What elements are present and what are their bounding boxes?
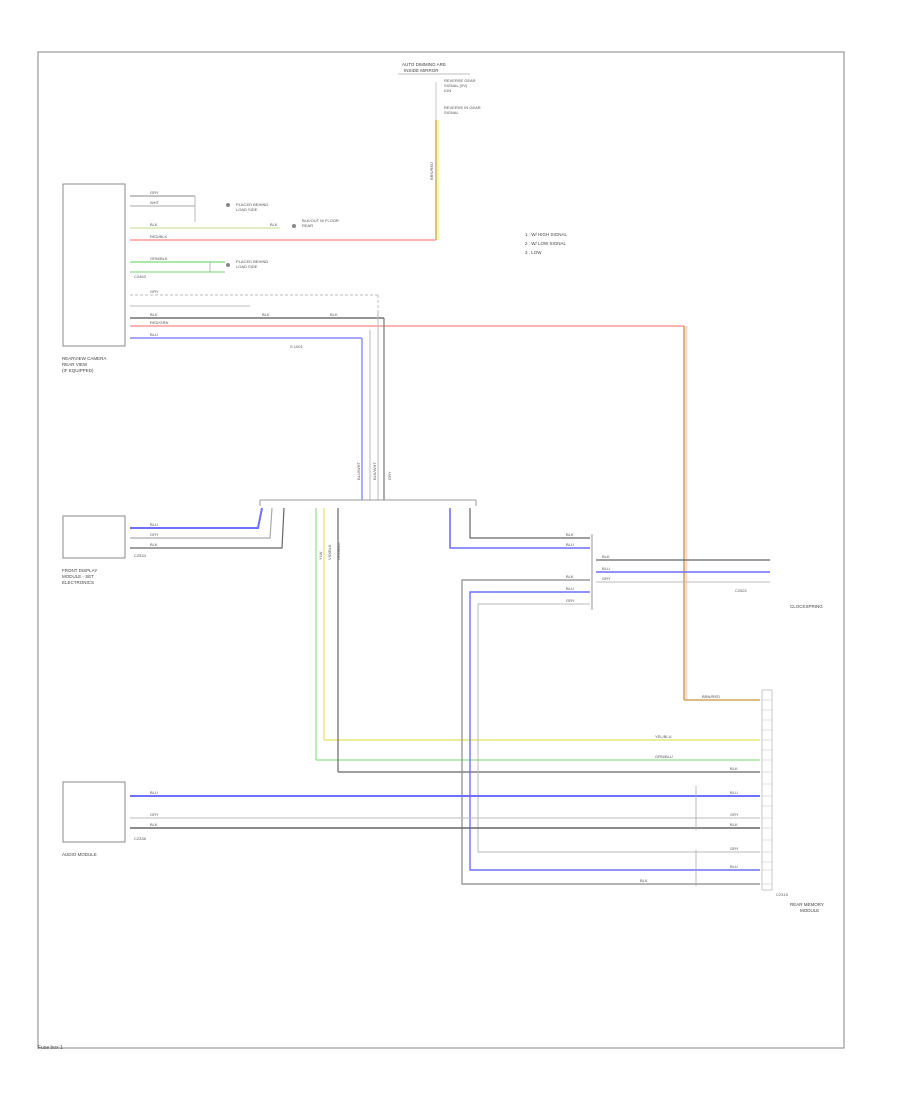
wire-loop-label-2: BLU [566, 586, 574, 591]
wire-fd-dark-label: BLK [150, 542, 158, 547]
wire-mid-vert-label-1: YLW [318, 551, 323, 560]
top-connector-title-1: AUTO DIMMING ARE [402, 62, 446, 67]
page-footer: Fuse box 1 [38, 1045, 63, 1051]
wire-lm-red-label: RED/BLK [150, 234, 167, 239]
wire-lm-1-label: GRY [150, 190, 159, 195]
top-connector-title-2: INSIDE MIRROR [404, 68, 439, 73]
wire-mid-yellow-label: YEL/BLU [655, 734, 672, 739]
wire-am-gray-label-r: GRY [730, 812, 739, 817]
left-module-name-2: REAR VIEW [62, 362, 88, 367]
diagram-frame [37, 51, 845, 1049]
wire-mid-r-label-1: BLK [566, 532, 574, 537]
splice-label: S 1001 [290, 344, 303, 349]
wire-lm-blue-label: BLU [150, 332, 158, 337]
right-module-box [761, 689, 773, 891]
wire-fd-blue [130, 507, 263, 529]
wire-mid-blue-r [449, 508, 590, 549]
audio-module-connector: C2338 [134, 836, 147, 841]
top-pin-label-5: SIGNAL [444, 110, 459, 115]
wire-mid-green-label: GRN/BLU [655, 754, 673, 759]
wire-mid-r-label-2: BLU [566, 542, 574, 547]
legend-3: 3 : LOW [525, 250, 542, 255]
audio-module-box [62, 781, 126, 843]
wire-am-blue-label: BLU [150, 790, 158, 795]
wire-mr-gray-label: GRY [602, 576, 611, 581]
ground-point-3 [226, 263, 230, 267]
right-label-clockspring: CLOCKSPRING [790, 604, 823, 609]
wire-am-dark-label: BLK [150, 822, 158, 827]
front-display-box [62, 515, 126, 559]
note-3: BLK/OUT W FLOOR [302, 218, 339, 223]
wire-lm-green-label: GRN/BLK [150, 256, 168, 261]
wire-am-blue-label-r: BLU [730, 790, 738, 795]
front-display-name-1: FRONT DISPLAY [62, 568, 97, 573]
note-5: PLACED BEHIND [236, 259, 268, 264]
wire-mid-dark-label: BLK [730, 766, 738, 771]
legend-1: 1 : W/ HIGH SIGNAL [525, 232, 568, 237]
wire-loop-label-r3: BLK [640, 878, 648, 883]
wire-bundle-label-1: BLU/WHT [356, 461, 361, 480]
wire-am-gray-label: GRY [150, 812, 159, 817]
note-1: PLACED BEHIND [236, 202, 268, 207]
wire-loop-label-r1: GRY [730, 846, 739, 851]
left-module-connector: C2453 [134, 274, 147, 279]
ground-point-2 [292, 224, 296, 228]
wire-lm-red-long-label: RED/GRN [150, 320, 169, 325]
top-pin-label-4: REVERSE IN GEAR [444, 105, 481, 110]
wire-red-right-end-label: BRN/RED [702, 694, 720, 699]
ground-point-1 [226, 203, 230, 207]
left-module-box [62, 183, 126, 347]
wire-lm-6-label-b: BLK [262, 312, 270, 317]
mid-right-connector: C2522 [735, 588, 748, 593]
wire-mid-vert-label-3: ORG/BLK [336, 542, 341, 560]
wire-loop-gray [477, 603, 760, 853]
wire-am-dark-label-r: BLK [730, 822, 738, 827]
note-6: LOAD SIDE [236, 264, 258, 269]
wire-fd-gray-label: GRY [150, 532, 159, 537]
wire-loop-label-3: GRY [566, 598, 575, 603]
front-display-name-2: MODULE - SET [62, 574, 94, 579]
left-module-name-1: REARVIEW CAMERA [62, 356, 106, 361]
wire-lm-6-label-c: BLK [330, 312, 338, 317]
wire-mr-blue-label: BLU [602, 566, 610, 571]
wire-bundle-label-2: BLK/WHT [372, 462, 377, 480]
wire-loop-blue [469, 591, 760, 871]
wire-mid-dark-r [469, 508, 590, 539]
right-module-name-2: MODULE [800, 908, 819, 913]
audio-module-name: AUDIO MODULE [62, 852, 97, 857]
front-display-connector: C2534 [134, 553, 147, 558]
top-pin-label-2: SIGNAL (0V) [444, 83, 468, 88]
note-4: REAR [302, 223, 313, 228]
wire-fd-dark [130, 507, 285, 549]
right-module-name-1: REAR MEMORY [790, 902, 824, 907]
right-module-connector: C2315 [776, 892, 789, 897]
top-pin-label-3: IGN [444, 88, 451, 93]
wire-mr-dark-label: BLK [602, 554, 610, 559]
wire-lm-4-label: GRY [150, 289, 159, 294]
note-2: LOAD SIDE [236, 207, 258, 212]
wire-lm-3-label: BLK [150, 222, 158, 227]
wire-lm-3-label-b: BLK [270, 222, 278, 227]
wire-lm-6-label: BLK [150, 312, 158, 317]
legend-2: 2 : W/ LOW SIGNAL [525, 241, 567, 246]
wire-fd-blue-label: BLU [150, 522, 158, 527]
right-module-pins [762, 699, 772, 885]
wire-lm-2-label: WHT [150, 200, 160, 205]
wire-loop-label-1: BLK [566, 574, 574, 579]
wire-mid-vert-label-2: VIO/BLK [327, 544, 332, 560]
left-module-name-3: (IF EQUIPPED) [62, 368, 94, 373]
front-display-name-3: ELECTRONICS [62, 580, 94, 585]
wire-fd-gray [130, 507, 273, 539]
wire-loop-dark [461, 579, 760, 885]
wire-label-top-vertical: BRN/RED [429, 162, 434, 180]
wire-loop-label-r2: BLU [730, 864, 738, 869]
top-pin-label-1: REVERSE GEAR [444, 78, 476, 83]
wire-bundle-label-3: GRY [387, 471, 392, 480]
